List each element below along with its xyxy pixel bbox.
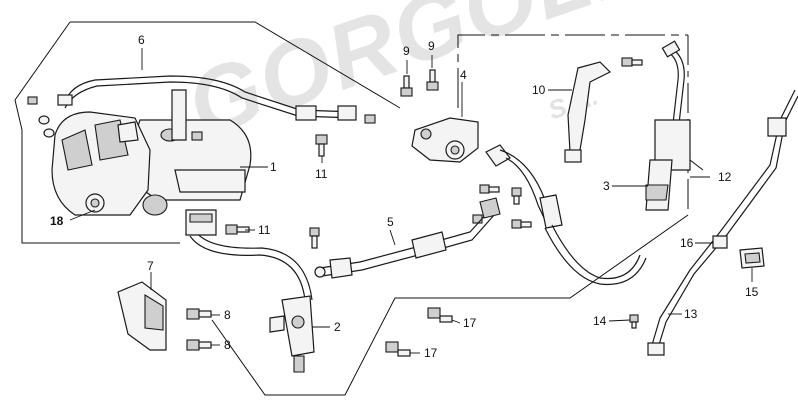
bolt-9-right[interactable]	[426, 69, 439, 91]
bolt-17-lower[interactable]	[385, 341, 411, 357]
callout-18: 18	[50, 214, 64, 228]
master-cylinder-bracket-4[interactable]	[411, 117, 479, 163]
callout-11-upper: 11	[315, 167, 328, 181]
callout-9-right: 9	[428, 39, 435, 53]
callout-13: 13	[684, 307, 698, 321]
bolt-11-upper[interactable]	[315, 134, 328, 157]
callout-10: 10	[532, 83, 546, 97]
callout-1: 1	[270, 160, 277, 174]
brake-caliper-assembly[interactable]	[51, 111, 252, 216]
screw-14[interactable]	[629, 314, 639, 329]
callout-3: 3	[603, 179, 610, 193]
hose-bolt-set[interactable]	[309, 57, 643, 249]
bolt-17-upper[interactable]	[427, 307, 453, 323]
brake-hose-6[interactable]	[57, 75, 357, 141]
bolt-8-upper[interactable]	[186, 308, 212, 320]
reservoir-hose[interactable]	[485, 144, 647, 286]
callout-labels: 6 1 18 11 11 9 9 4 10 3 5 12 16 15 14 13…	[50, 33, 759, 360]
callout-7: 7	[147, 259, 154, 273]
bolt-9-left[interactable]	[400, 75, 413, 97]
assembly-frame	[14, 21, 704, 396]
callout-5: 5	[387, 215, 394, 229]
callout-14: 14	[593, 314, 607, 328]
callout-9-left: 9	[403, 44, 410, 58]
master-cylinder-2[interactable]	[185, 209, 315, 373]
brake-hose-5[interactable]	[314, 197, 501, 279]
callout-17-upper: 17	[463, 316, 477, 330]
callout-15: 15	[745, 285, 759, 299]
callout-16: 16	[680, 236, 694, 250]
bolt-8-lower[interactable]	[186, 339, 212, 351]
callout-8-upper: 8	[224, 308, 231, 322]
callout-4: 4	[460, 68, 467, 82]
heat-shield-7[interactable]	[117, 281, 167, 351]
callout-2: 2	[334, 320, 341, 334]
callout-11-lower: 11	[258, 223, 271, 237]
caliper-bolt-set[interactable]	[27, 96, 376, 141]
brake-line-13[interactable]	[647, 89, 798, 356]
callout-8-lower: 8	[224, 338, 231, 352]
leader-lines	[69, 48, 753, 354]
callout-12: 12	[718, 170, 732, 184]
bolt-11-lower[interactable]	[225, 224, 250, 235]
brake-lever-10[interactable]	[564, 61, 612, 163]
callout-17-lower: 17	[424, 346, 438, 360]
callout-6: 6	[138, 33, 145, 47]
brake-cable-3[interactable]	[645, 40, 691, 211]
label-15[interactable]	[739, 247, 765, 269]
